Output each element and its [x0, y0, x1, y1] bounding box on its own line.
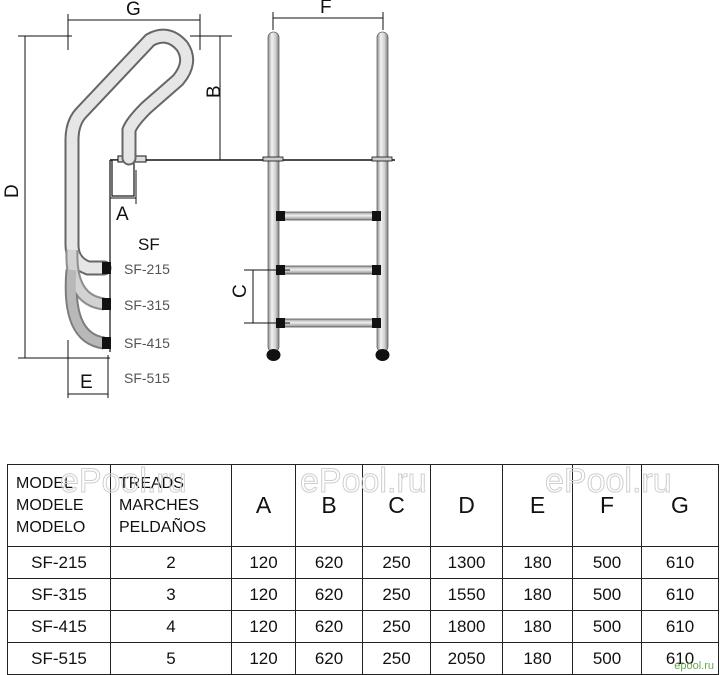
cell-c: 250 [362, 610, 431, 643]
table-row: SF-515 5 120 620 250 2050 180 500 610 [7, 642, 719, 675]
cell-f: 500 [572, 546, 642, 579]
front-left-rail [267, 31, 280, 353]
cell-a: 120 [231, 610, 296, 643]
step-end-3 [102, 337, 111, 349]
table-row: SF-215 2 120 620 250 1300 180 500 610 [7, 546, 719, 579]
cell-model: SF-315 [7, 578, 111, 611]
model-label-sf415: SF-415 [124, 335, 170, 351]
anchor-socket [111, 159, 135, 197]
model-label-sf315: SF-315 [124, 297, 170, 313]
cell-g: 610 [641, 546, 719, 579]
cell-c: 250 [362, 642, 431, 675]
table-header-row: MODEL MODELE MODELO TREADS MARCHES PELDA… [7, 464, 719, 547]
cell-b: 620 [295, 642, 363, 675]
dim-label-g: G [126, 0, 141, 20]
table-row: SF-415 4 120 620 250 1800 180 500 610 [7, 610, 719, 643]
model-label-sf515: SF-515 [124, 370, 170, 386]
header-g: G [641, 464, 719, 547]
front-tread-1 [278, 211, 378, 221]
header-c: C [362, 464, 431, 547]
cell-model: SF-415 [7, 610, 111, 643]
cell-c: 250 [362, 578, 431, 611]
header-d: D [430, 464, 503, 547]
header-f: F [572, 464, 642, 547]
cell-f: 500 [572, 610, 642, 643]
cell-b: 620 [295, 610, 363, 643]
cell-e: 180 [502, 610, 573, 643]
cell-d: 2050 [430, 642, 503, 675]
cell-b: 620 [295, 578, 363, 611]
dim-label-d: D [2, 184, 23, 198]
cell-treads: 2 [110, 546, 232, 579]
cell-model: SF-515 [7, 642, 111, 675]
specifications-table: MODEL MODELE MODELO TREADS MARCHES PELDA… [7, 464, 719, 675]
cell-model: SF-215 [7, 546, 111, 579]
cell-d: 1300 [430, 546, 503, 579]
front-right-foot [375, 349, 390, 361]
front-left-foot [266, 349, 281, 361]
cell-f: 500 [572, 642, 642, 675]
cell-treads: 5 [110, 642, 232, 675]
cell-e: 180 [502, 642, 573, 675]
header-b: B [295, 464, 363, 547]
corner-watermark: epool.ru [674, 660, 714, 672]
cell-g: 610 [641, 578, 719, 611]
table-row: SF-315 3 120 620 250 1550 180 500 610 [7, 578, 719, 611]
cell-treads: 4 [110, 610, 232, 643]
cell-f: 500 [572, 578, 642, 611]
front-right-rail [376, 31, 389, 353]
cell-d: 1800 [430, 610, 503, 643]
dim-label-e: E [80, 372, 93, 393]
cell-a: 120 [231, 546, 296, 579]
cell-treads: 3 [110, 578, 232, 611]
cell-e: 180 [502, 546, 573, 579]
header-treads: TREADS MARCHES PELDAÑOS [110, 464, 232, 547]
cell-g: 610 [641, 610, 719, 643]
cell-d: 1550 [430, 578, 503, 611]
header-a: A [231, 464, 296, 547]
cell-e: 180 [502, 578, 573, 611]
dim-label-b: B [204, 85, 225, 98]
series-title: SF [138, 235, 160, 254]
cell-b: 620 [295, 546, 363, 579]
dim-label-c: C [230, 284, 251, 298]
front-tread-2 [278, 265, 378, 275]
cell-g: 610 [641, 642, 719, 675]
step-end-2 [102, 298, 111, 310]
cell-a: 120 [231, 578, 296, 611]
front-tread-3 [278, 318, 378, 328]
step-end-1 [102, 262, 111, 274]
dim-label-a: A [116, 204, 129, 225]
header-e: E [502, 464, 573, 547]
header-model: MODEL MODELE MODELO [7, 464, 111, 547]
dim-label-f: F [320, 0, 332, 18]
cell-a: 120 [231, 642, 296, 675]
model-label-sf215: SF-215 [124, 261, 170, 277]
cell-c: 250 [362, 546, 431, 579]
